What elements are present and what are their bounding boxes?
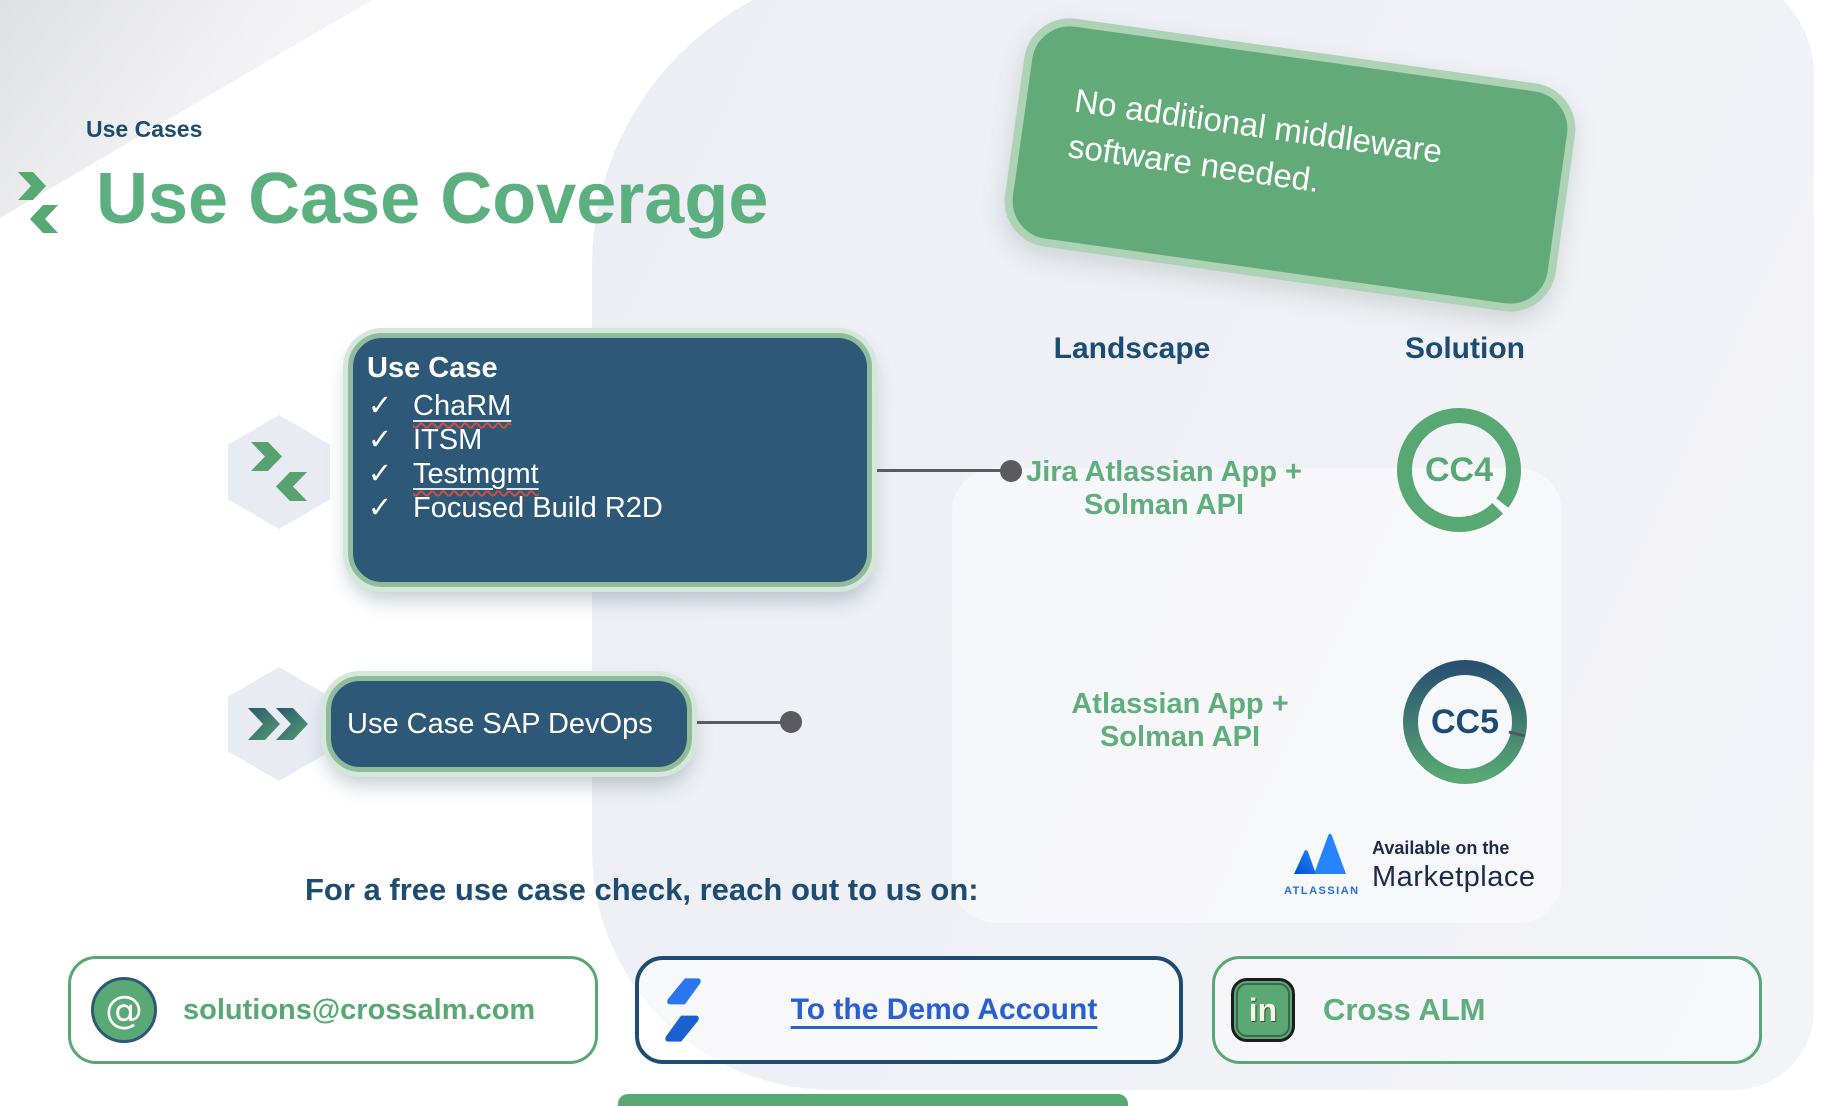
landscape-text-row2: Atlassian App + Solman API xyxy=(1020,688,1340,754)
list-item-label: ChaRM xyxy=(413,390,512,422)
use-case-box-1: Use Case ✓ ChaRM ✓ ITSM ✓ Testmgmt ✓ Foc… xyxy=(348,333,872,587)
landscape-line: Solman API xyxy=(1099,721,1261,753)
marketplace-block: ATLASSIAN Available on the Marketplace xyxy=(1284,828,1535,897)
use-case-box-2: Use Case SAP DevOps xyxy=(326,676,692,772)
middleware-banner-text: No additional middleware software needed… xyxy=(1066,81,1445,199)
list-item-label: Focused Build R2D xyxy=(413,492,663,524)
linkedin-icon: in xyxy=(1231,978,1295,1042)
solution-badge-cc5: CC5 xyxy=(1403,660,1527,784)
list-item-label: Testmgmt xyxy=(413,458,539,490)
use-case-box-label: Use Case SAP DevOps xyxy=(347,707,653,740)
column-highlight-panel xyxy=(952,468,1562,923)
opposing-chevrons-icon xyxy=(251,442,307,501)
linkedin-button-label: Cross ALM xyxy=(1323,992,1486,1027)
marketplace-text: Available on the Marketplace xyxy=(1372,828,1535,897)
solution-badge-cc4: CC4 xyxy=(1397,408,1521,532)
double-chevron-right-icon xyxy=(248,708,308,740)
badge-label: CC4 xyxy=(1424,450,1494,489)
badge-label: CC5 xyxy=(1430,702,1500,741)
connector-dot-1 xyxy=(1000,460,1022,482)
connector-line-2 xyxy=(697,721,783,724)
check-icon: ✓ xyxy=(367,424,393,456)
bottom-accent-bar xyxy=(618,1094,1128,1106)
demo-account-link[interactable]: To the Demo Account xyxy=(790,993,1098,1026)
marketplace-line2: Marketplace xyxy=(1372,861,1536,893)
page-title: Use Case Coverage xyxy=(96,159,769,239)
column-header-landscape: Landscape xyxy=(1053,332,1211,365)
email-button-label: solutions@crossalm.com xyxy=(183,993,536,1026)
list-item-itsm: ✓ ITSM xyxy=(367,423,857,457)
crossalm-hexagon-icon-1 xyxy=(228,415,330,529)
linkedin-button[interactable]: in Cross ALM xyxy=(1212,956,1762,1064)
list-item-charm: ✓ ChaRM xyxy=(367,389,857,423)
landscape-text-row1: Jira Atlassian App + Solman API xyxy=(1004,456,1324,522)
landscape-line: Solman API xyxy=(1083,489,1245,521)
column-header-solution: Solution xyxy=(1405,332,1525,365)
gradient-ring xyxy=(1403,660,1527,784)
use-case-box-title: Use Case xyxy=(367,352,498,384)
landscape-line: Jira Atlassian App + xyxy=(1026,456,1302,488)
marketplace-line1: Available on the xyxy=(1372,838,1510,858)
jira-logo-icon xyxy=(665,978,701,1042)
green-ring xyxy=(1397,408,1521,532)
email-button[interactable]: @ solutions@crossalm.com xyxy=(68,956,598,1064)
list-item-testmgmt: ✓ Testmgmt xyxy=(367,457,857,491)
cta-text: For a free use case check, reach out to … xyxy=(305,872,979,907)
crossalm-hexagon-icon-2 xyxy=(228,667,330,781)
connector-dot-2 xyxy=(780,711,802,733)
check-icon: ✓ xyxy=(367,458,393,490)
atlassian-logo: ATLASSIAN xyxy=(1284,828,1360,897)
landscape-line: Atlassian App + xyxy=(1071,688,1289,720)
list-item-label: ITSM xyxy=(413,424,483,456)
atlassian-wordmark: ATLASSIAN xyxy=(1284,885,1360,897)
crossalm-zigzag-icon xyxy=(16,170,60,241)
atlassian-a-icon xyxy=(1294,833,1346,874)
at-sign-icon: @ xyxy=(91,977,157,1043)
list-item-focused-build: ✓ Focused Build R2D xyxy=(367,491,857,525)
check-icon: ✓ xyxy=(367,390,393,422)
demo-account-button[interactable]: To the Demo Account xyxy=(635,956,1183,1064)
section-eyebrow: Use Cases xyxy=(86,116,203,142)
connector-line-1 xyxy=(877,469,1003,472)
check-icon: ✓ xyxy=(367,492,393,524)
